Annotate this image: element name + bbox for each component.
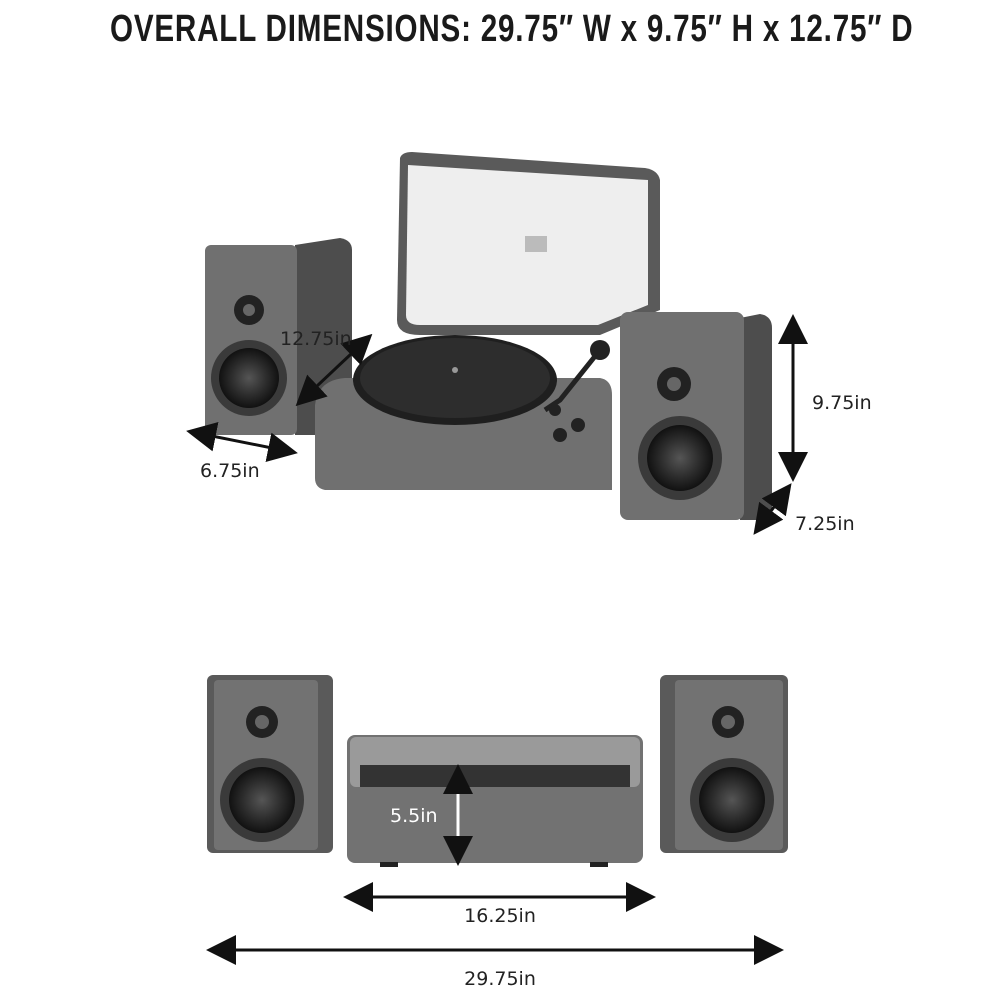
left-speaker-front: [207, 675, 333, 853]
right-speaker-front: [660, 675, 788, 853]
speaker-depth-label: 7.25in: [795, 513, 855, 535]
right-speaker-angled: [620, 312, 772, 520]
turntable-depth-label: 12.75in: [280, 328, 352, 350]
turntable-height-label: 5.5in: [390, 805, 438, 827]
dimension-arrows-top: [186, 314, 808, 535]
turntable-width-label: 16.25in: [464, 905, 536, 927]
speaker-height-label: 9.75in: [812, 392, 872, 414]
overall-width-label: 29.75in: [464, 968, 536, 990]
turntable-front: [347, 735, 643, 867]
speaker-width-label: 6.75in: [200, 460, 260, 482]
turntable-angled: [315, 152, 660, 490]
page-title: OVERALL DIMENSIONS: 29.75″ W x 9.75″ H x…: [110, 8, 914, 50]
dimension-arrows-front: [206, 764, 784, 965]
